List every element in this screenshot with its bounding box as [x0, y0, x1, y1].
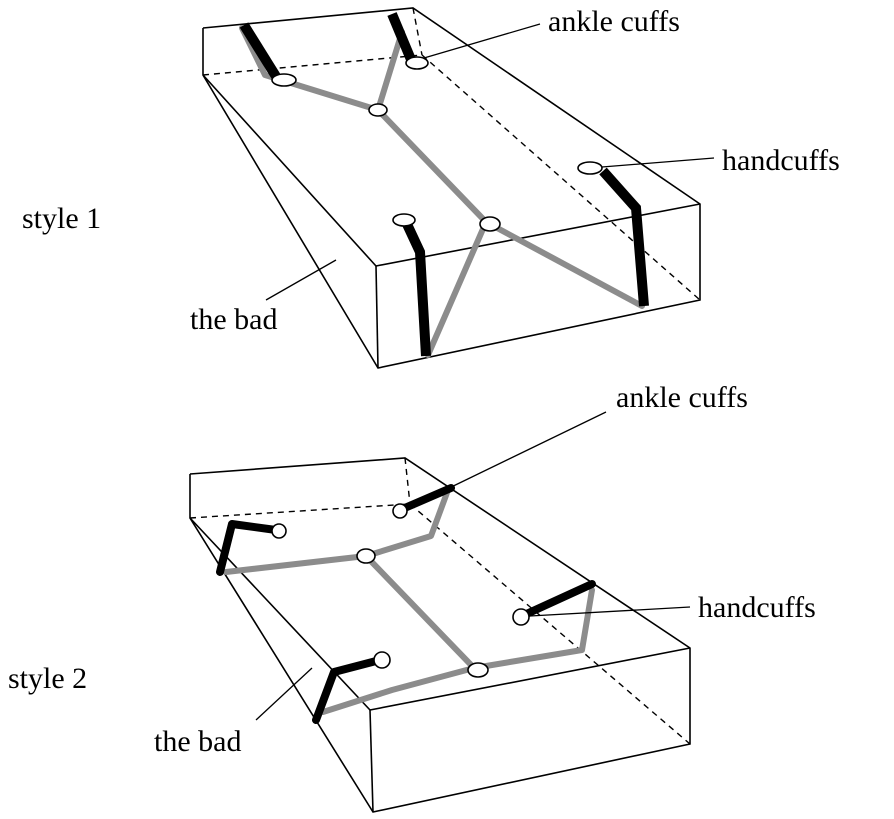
handcuffs-label-2: handcuffs [698, 591, 816, 624]
bed-label-1: the bad [190, 303, 277, 336]
ankle-cuffs-leader [407, 411, 607, 509]
bed-style-2 [189, 411, 691, 813]
style-2-label: style 2 [8, 662, 87, 695]
handcuff-ring-left [392, 213, 416, 227]
handcuff-ring-left [373, 651, 391, 669]
bed-style-1 [202, 7, 715, 369]
style-1-label: style 1 [22, 202, 101, 235]
handcuff-ring-right [577, 161, 603, 175]
ankle-cuff-ring-left [271, 73, 297, 87]
ankle-cuff-ring-right [405, 56, 429, 70]
bed-leader [255, 667, 313, 721]
bed-2-gray-straps [223, 487, 595, 715]
ankle-cuff-ring-right [392, 503, 408, 519]
handcuffs-leader [529, 606, 691, 617]
ankle-cuffs-label-1: ankle cuffs [548, 5, 680, 38]
handcuff-ring-right [512, 608, 530, 626]
bed-1-black-straps [239, 12, 649, 357]
junction-ring [479, 216, 501, 232]
handcuffs-label-1: handcuffs [722, 144, 840, 177]
handcuffs-leader [601, 157, 715, 168]
bed-2-outline [189, 457, 691, 813]
junction-ring [368, 103, 388, 117]
junction-ring [356, 548, 376, 564]
bed-1-outline [202, 7, 701, 369]
bed-leader [265, 259, 337, 301]
ankle-cuffs-leader [423, 23, 541, 59]
bed-label-2: the bad [154, 725, 241, 758]
bed-1-gray-straps [239, 25, 645, 358]
ankle-cuff-ring-left [271, 523, 287, 539]
junction-ring [467, 662, 489, 678]
ankle-cuffs-label-2: ankle cuffs [616, 381, 748, 414]
